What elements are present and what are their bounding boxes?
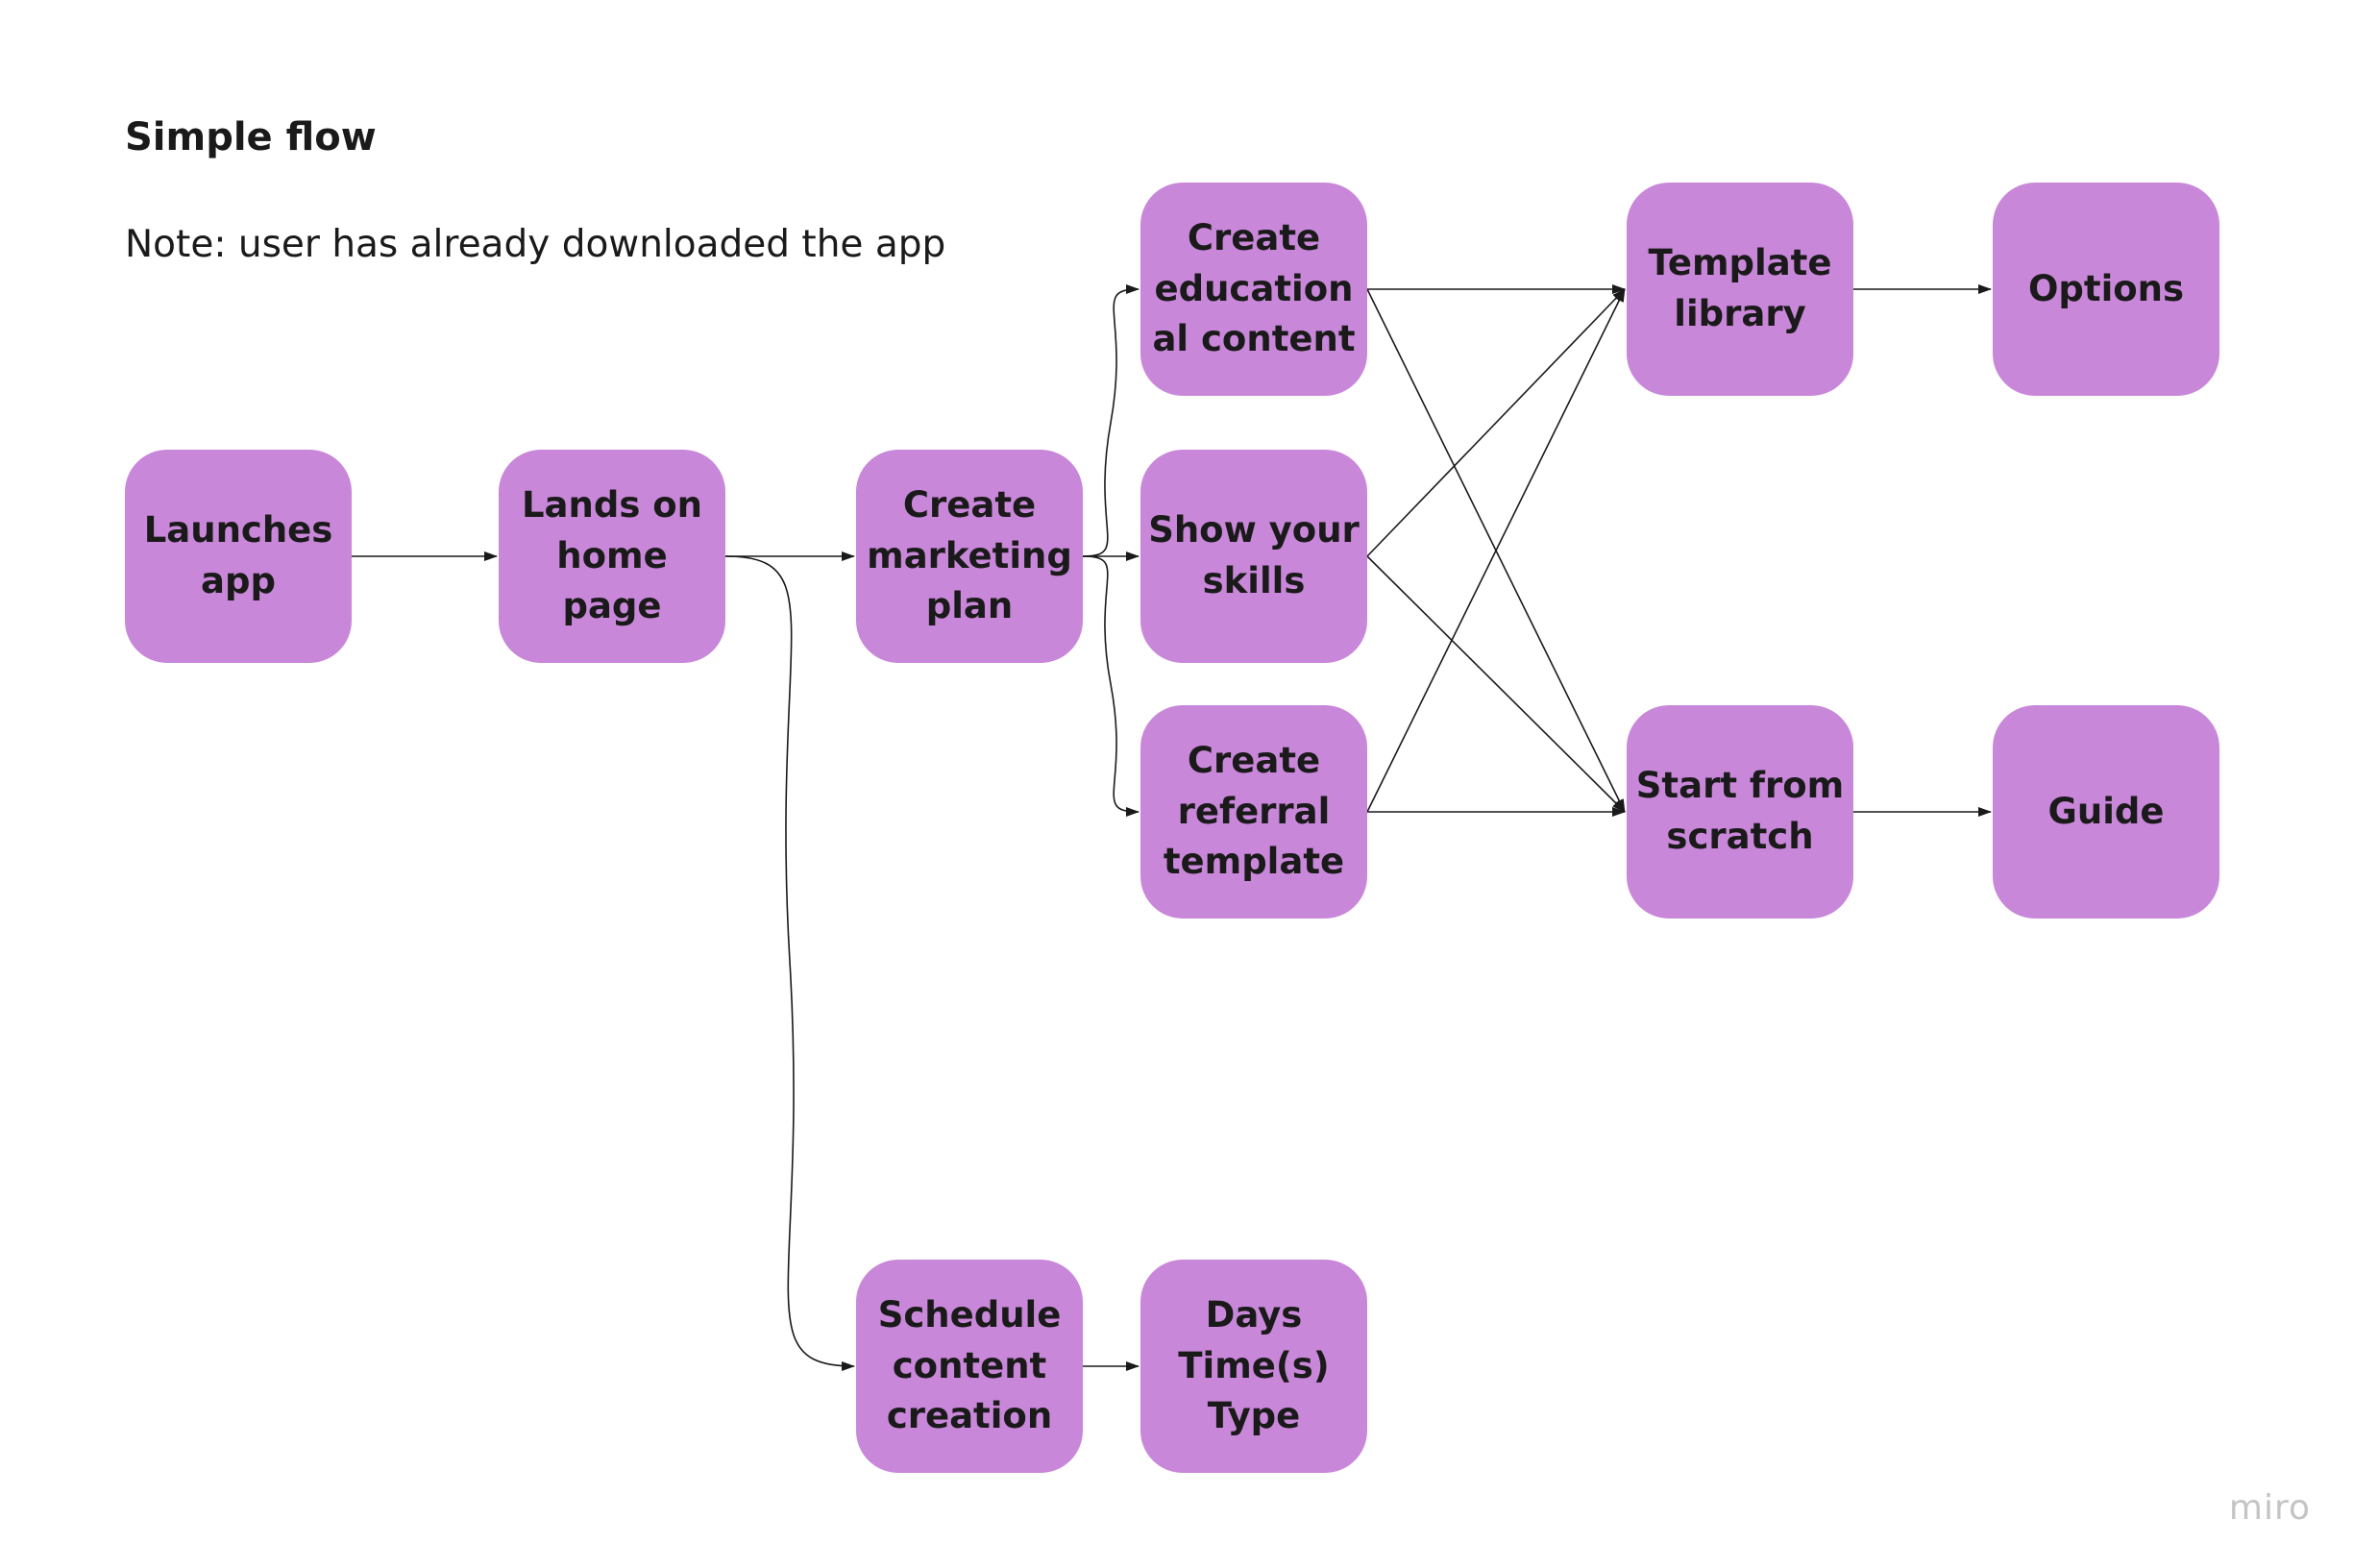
node-template-library[interactable]: Template library bbox=[1627, 183, 1853, 396]
node-create-educational-content-label: Create education al content bbox=[1152, 216, 1356, 360]
node-create-educational-content[interactable]: Create education al content bbox=[1140, 183, 1367, 396]
node-launches-app[interactable]: Launches app bbox=[125, 450, 352, 663]
node-days-times-type[interactable]: Days Time(s) Type bbox=[1140, 1260, 1367, 1473]
node-guide[interactable]: Guide bbox=[1993, 705, 2219, 919]
connector-marketing-to-education bbox=[1082, 284, 1140, 557]
node-show-your-skills[interactable]: Show your skills bbox=[1140, 450, 1367, 663]
node-lands-on-home-page[interactable]: Lands on home page bbox=[499, 450, 725, 663]
miro-watermark: miro bbox=[2228, 1488, 2311, 1528]
node-schedule-content-creation[interactable]: Schedule content creation bbox=[856, 1260, 1083, 1473]
node-create-referral-template[interactable]: Create referral template bbox=[1140, 705, 1367, 919]
diagram-title: Simple flow bbox=[125, 115, 377, 159]
connector-marketing-to-referral bbox=[1082, 555, 1140, 817]
node-show-your-skills-label: Show your skills bbox=[1148, 509, 1360, 601]
node-guide-label: Guide bbox=[2047, 790, 2165, 832]
node-options[interactable]: Options bbox=[1993, 183, 2219, 396]
node-create-marketing-plan-label: Create marketing plan bbox=[867, 483, 1072, 627]
connector-home-to-schedule bbox=[724, 555, 855, 1371]
node-create-marketing-plan[interactable]: Create marketing plan bbox=[856, 450, 1083, 663]
node-start-from-scratch-label: Start from scratch bbox=[1635, 765, 1845, 857]
node-create-referral-template-label: Create referral template bbox=[1163, 739, 1345, 883]
node-days-times-type-label: Days Time(s) Type bbox=[1178, 1293, 1330, 1437]
connector-skills-to-scratch bbox=[1366, 555, 1626, 813]
diagram-note: Note: user has already downloaded the ap… bbox=[125, 223, 946, 266]
node-lands-on-home-page-label: Lands on home page bbox=[521, 483, 703, 627]
node-schedule-content-creation-label: Schedule content creation bbox=[877, 1293, 1062, 1437]
connector-education-to-scratch bbox=[1366, 288, 1626, 813]
node-template-library-label: Template library bbox=[1648, 242, 1832, 334]
node-start-from-scratch[interactable]: Start from scratch bbox=[1627, 705, 1853, 919]
connector-referral-to-template_library bbox=[1366, 288, 1626, 813]
connector-skills-to-template_library bbox=[1366, 288, 1626, 557]
node-launches-app-label: Launches app bbox=[143, 509, 333, 601]
node-options-label: Options bbox=[2027, 267, 2185, 309]
